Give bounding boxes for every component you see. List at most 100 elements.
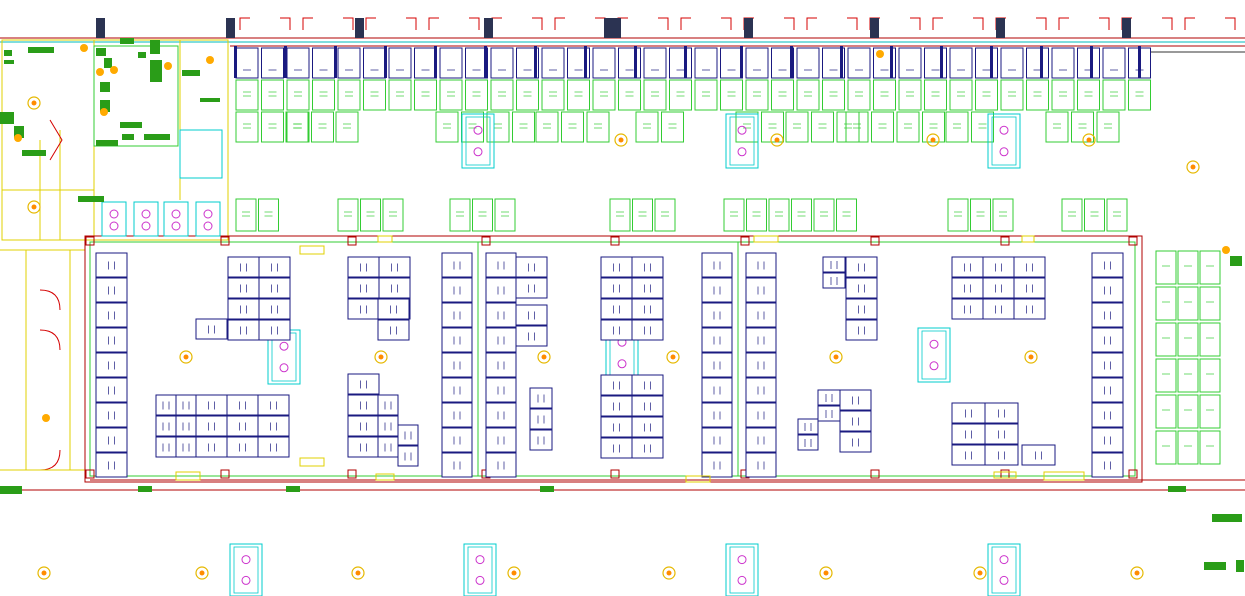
rack-unit — [1091, 352, 1124, 378]
column-center — [355, 570, 361, 576]
rack-unit — [745, 352, 777, 378]
rack-unit — [377, 298, 410, 320]
fixture-frame — [133, 201, 159, 237]
rack-unit — [631, 416, 664, 438]
wall-door-block — [484, 18, 493, 38]
rack-unit — [1013, 256, 1046, 278]
rack-unit — [226, 436, 259, 458]
rack-unit — [441, 452, 473, 478]
rack-unit — [845, 298, 878, 320]
wall-bay-flag — [343, 17, 354, 30]
green-cabinet — [847, 79, 871, 111]
fixture-magenta-mark — [141, 221, 151, 231]
rack-unit — [226, 415, 259, 437]
rack-unit — [982, 277, 1015, 299]
rack-unit — [347, 394, 380, 416]
column-circle — [27, 96, 41, 110]
fixture-magenta-mark — [141, 209, 151, 219]
rack-unit — [515, 256, 548, 278]
column-circle — [829, 350, 843, 364]
equipment-block — [4, 60, 14, 64]
rack-unit — [175, 394, 197, 416]
rack-unit — [397, 445, 419, 467]
equipment-block — [100, 82, 110, 92]
rack-unit — [600, 298, 633, 320]
rack-unit — [600, 256, 633, 278]
green-cabinet — [1199, 322, 1221, 357]
wall-bay-flag — [680, 17, 691, 30]
rack-unit — [600, 395, 633, 417]
green-cabinet — [414, 79, 437, 111]
fixture-inner — [921, 330, 947, 380]
wall-bay-flag — [1036, 17, 1047, 30]
fixture-magenta-mark — [203, 209, 213, 219]
rack-unit — [1091, 427, 1124, 453]
green-cabinet — [871, 111, 894, 143]
green-cabinet — [791, 198, 812, 232]
rack-unit — [347, 277, 380, 299]
green-cabinet — [439, 79, 463, 111]
hall-column-markers — [85, 236, 1138, 479]
wall-bay-flag — [302, 17, 313, 30]
column-center — [666, 570, 672, 576]
top-wall-line — [0, 37, 1245, 53]
equipment-block — [540, 486, 554, 492]
fixture-magenta-mark — [737, 555, 747, 565]
rack-unit — [631, 374, 664, 396]
fixture-inner — [729, 546, 755, 594]
green-cabinet — [632, 198, 653, 232]
fixture-inner — [465, 116, 491, 166]
hall-column-marker — [870, 469, 880, 479]
equipment-block — [28, 47, 54, 53]
rack-unit — [441, 352, 473, 378]
storage-cabinet — [796, 47, 820, 79]
green-cabinet — [1071, 111, 1094, 143]
wall-bay-flag — [658, 17, 669, 30]
storage-cabinet — [439, 47, 463, 79]
rack-unit — [701, 327, 733, 353]
rack-unit — [701, 427, 733, 453]
hall-column-marker — [610, 469, 620, 479]
equipment-block — [96, 48, 106, 56]
green-cabinet — [975, 79, 998, 111]
rack-post — [534, 46, 537, 78]
rack-unit — [631, 256, 664, 278]
rack-unit — [797, 434, 819, 451]
rack-unit — [701, 252, 733, 278]
fixture-frame — [917, 327, 951, 383]
equipment-block — [1236, 560, 1244, 572]
rack-post — [434, 46, 437, 78]
column-center — [378, 354, 384, 360]
wall-bay-flag — [806, 17, 817, 30]
rack-unit — [1091, 452, 1124, 478]
rack-post — [1138, 46, 1141, 78]
green-cabinet — [785, 111, 809, 143]
green-cabinet — [382, 198, 404, 232]
rack-unit — [95, 402, 128, 428]
rack-unit — [1013, 277, 1046, 299]
green-cabinet — [286, 79, 310, 111]
equipment-block — [1168, 486, 1186, 492]
rack-unit — [485, 377, 517, 403]
rack-unit — [701, 377, 733, 403]
green-cabinet — [618, 79, 641, 111]
wall-bay-flag — [365, 17, 376, 30]
rack-unit — [195, 436, 228, 458]
fixture-frame — [725, 113, 759, 169]
green-cabinet — [609, 198, 631, 232]
rack-post — [634, 46, 637, 78]
rack-unit — [745, 327, 777, 353]
rack-unit — [195, 394, 228, 416]
green-cabinet — [1199, 430, 1221, 465]
hall-column-marker — [740, 236, 750, 246]
rack-unit — [485, 352, 517, 378]
storage-cabinet — [643, 47, 667, 79]
equipment-block — [138, 52, 146, 58]
rack-unit — [378, 256, 411, 278]
equipment-block — [78, 196, 104, 202]
fixture-magenta-mark — [473, 147, 483, 157]
wall-door-block — [996, 18, 1005, 38]
green-cabinet — [1199, 286, 1221, 321]
green-cabinet — [746, 198, 767, 232]
